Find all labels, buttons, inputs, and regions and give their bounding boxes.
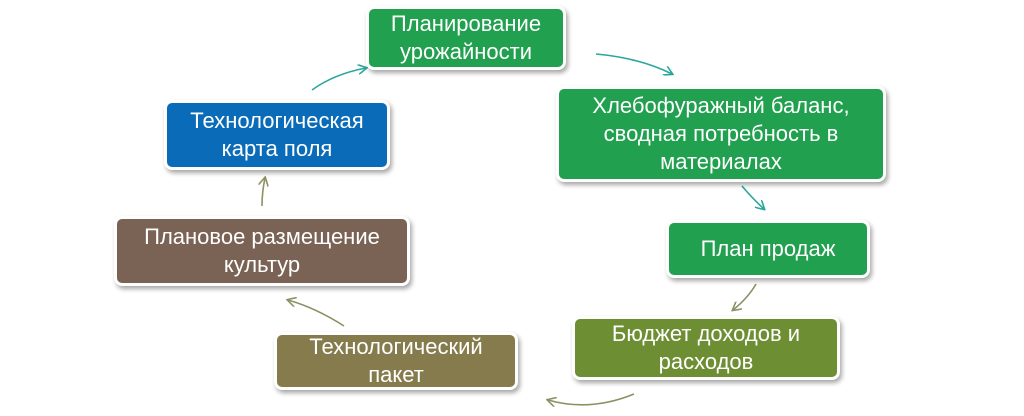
node-yield-planning: Планирование урожайности	[366, 6, 566, 70]
node-tech-map: Технологическая карта поля	[164, 100, 390, 170]
arrow-package-to-placement	[288, 300, 345, 327]
node-label: Технологическая карта поля	[190, 108, 364, 161]
arrow-sales-to-budget	[733, 283, 757, 310]
node-label: План продаж	[700, 236, 836, 261]
node-grain-balance: Хлебофуражный баланс, сводная потребност…	[556, 86, 886, 182]
arrow-placement-to-map	[262, 178, 265, 207]
node-label: Технологический пакет	[309, 334, 483, 387]
node-label: Бюджет доходов и расходов	[611, 321, 801, 374]
node-tech-package: Технологический пакет	[274, 332, 518, 390]
node-crop-placement: Плановое размещение культур	[114, 216, 410, 286]
node-label: Хлебофуражный баланс, сводная потребност…	[592, 93, 850, 174]
arrow-balance-to-sales	[741, 185, 764, 209]
arrow-budget-to-package	[548, 393, 635, 405]
node-budget: Бюджет доходов и расходов	[572, 316, 840, 380]
node-label: Плановое размещение культур	[144, 224, 380, 277]
node-sales-plan: План продаж	[666, 220, 870, 278]
node-label: Планирование урожайности	[390, 11, 542, 64]
arrow-yield-to-balance	[595, 53, 672, 74]
arrow-map-to-yield	[311, 68, 366, 91]
